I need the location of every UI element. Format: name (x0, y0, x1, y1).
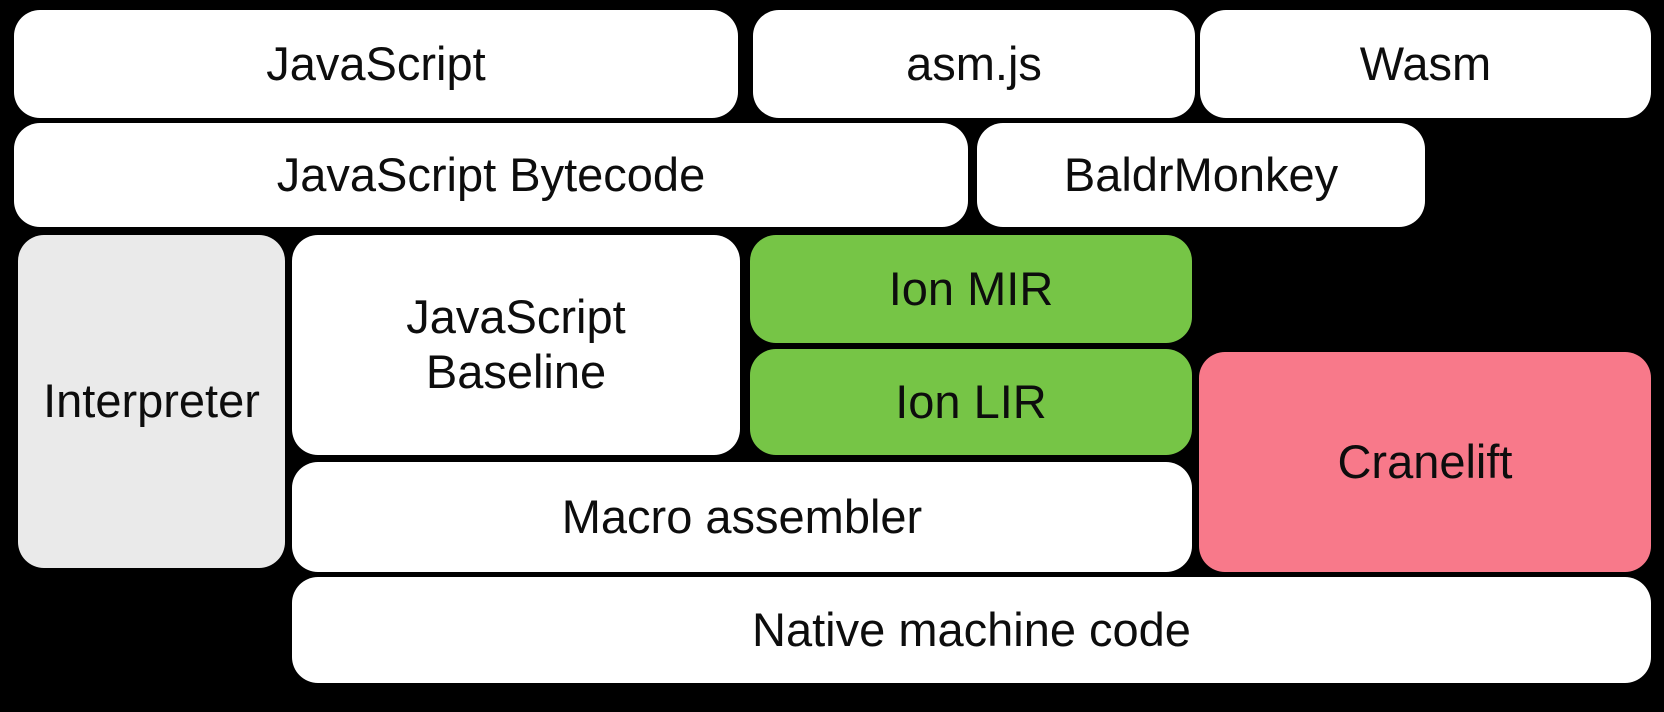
box-javascript-baseline: JavaScript Baseline (292, 235, 740, 455)
box-asmjs: asm.js (753, 10, 1195, 118)
box-wasm-label: Wasm (1359, 36, 1492, 90)
box-macro-assembler-label: Macro assembler (561, 489, 923, 543)
box-baldrmonkey-label: BaldrMonkey (1063, 147, 1339, 201)
box-javascript-baseline-label: JavaScript Baseline (406, 290, 626, 398)
box-interpreter: Interpreter (18, 235, 285, 568)
box-cranelift-label: Cranelift (1337, 434, 1513, 488)
box-javascript-bytecode-label: JavaScript Bytecode (276, 147, 706, 201)
box-asmjs-label: asm.js (906, 36, 1042, 90)
box-javascript: JavaScript (14, 10, 738, 118)
box-ion-mir: Ion MIR (750, 235, 1192, 343)
box-ion-mir-label: Ion MIR (888, 261, 1054, 315)
box-ion-lir: Ion LIR (750, 349, 1192, 455)
box-interpreter-label: Interpreter (43, 374, 260, 428)
box-native-machine-code-label: Native machine code (752, 602, 1191, 656)
box-javascript-label: JavaScript (266, 36, 486, 90)
box-javascript-bytecode: JavaScript Bytecode (14, 123, 968, 227)
box-baldrmonkey: BaldrMonkey (977, 123, 1425, 227)
box-ion-lir-label: Ion LIR (895, 374, 1047, 428)
box-native-machine-code: Native machine code (292, 577, 1651, 683)
box-macro-assembler: Macro assembler (292, 462, 1192, 572)
box-cranelift: Cranelift (1199, 352, 1651, 572)
box-wasm: Wasm (1200, 10, 1651, 118)
